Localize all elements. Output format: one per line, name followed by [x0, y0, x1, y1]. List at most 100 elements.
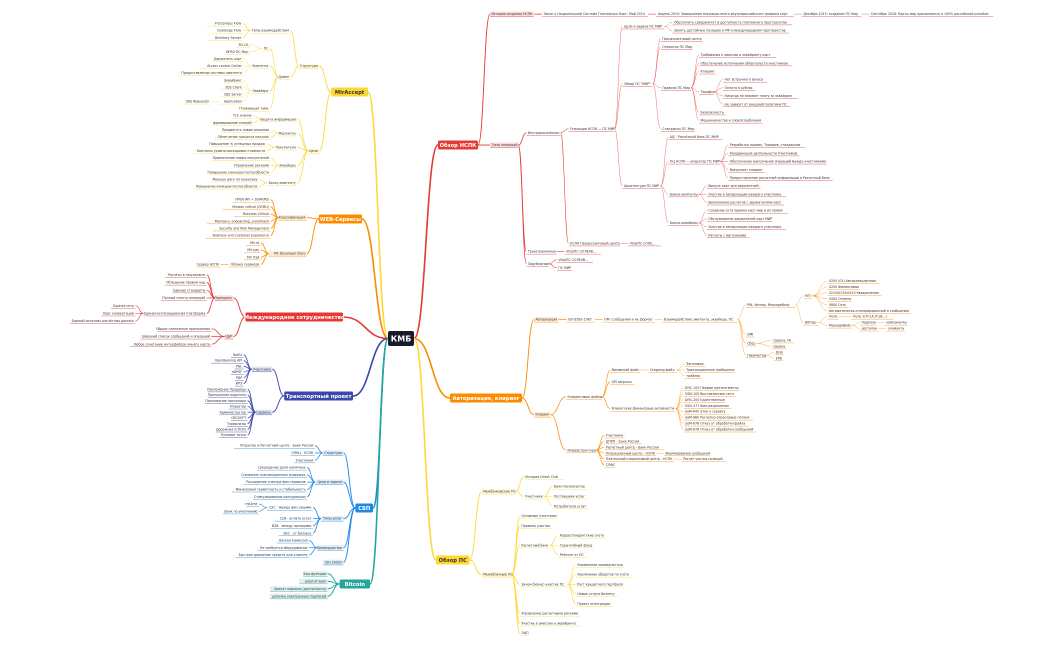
- mind-map-node[interactable]: Разработка правил, Тарифов, стандартов: [728, 142, 806, 148]
- mind-map-node[interactable]: Frictionless Flow: [206, 21, 243, 27]
- mind-map-node[interactable]: C2C - между физ.лицами: [267, 505, 313, 511]
- mind-map-node[interactable]: Цели: [308, 148, 320, 154]
- mind-map-node[interactable]: Тарифы: [699, 89, 714, 95]
- mind-map-node[interactable]: Закон о Национальной Системе Платежных К…: [541, 11, 649, 17]
- mind-map-node[interactable]: Клиринговые файлы: [566, 394, 603, 400]
- mind-map-node[interactable]: Оператор: [228, 404, 248, 410]
- mind-map-node[interactable]: Координация деятельности Участников: [728, 151, 800, 157]
- mind-map-node[interactable]: Структура: [298, 63, 320, 69]
- mind-map-node[interactable]: Привлечение новых покупателей: [211, 156, 271, 161]
- mind-map-node[interactable]: OpenBanking API: [211, 358, 244, 364]
- mind-map-node[interactable]: Клиентские финансовые активности: [610, 406, 676, 412]
- mind-map-node[interactable]: Транзакционные сообщения: [684, 367, 735, 373]
- mind-map-node[interactable]: DHC-200 Единственные: [683, 397, 726, 403]
- topic-ps[interactable]: Обзор ПС: [436, 555, 470, 565]
- mind-map-node[interactable]: 0100 (01) Авторизационные: [827, 278, 880, 284]
- mind-map-node[interactable]: Финансовая грамотность и стабильность: [231, 487, 308, 493]
- mind-map-node[interactable]: Быстрое движение средств для клиента: [235, 552, 309, 558]
- mind-map-node[interactable]: DFRD ПС Мир: [225, 49, 250, 55]
- mind-map-node[interactable]: DHC-100 Первые презентменты: [683, 385, 740, 391]
- mind-map-node[interactable]: Корреспондентские счета: [558, 533, 607, 539]
- mind-map-node[interactable]: MTI: [803, 293, 813, 299]
- mind-map-node[interactable]: Challenge Flow: [212, 28, 243, 34]
- mind-map-node[interactable]: Процессинговый центр: [660, 36, 703, 42]
- mind-map-node[interactable]: Расчеты с магазинами: [706, 233, 749, 238]
- mind-map-node[interactable]: ПС МИР: [556, 265, 572, 271]
- mind-map-node[interactable]: 3D-CA: [237, 42, 250, 48]
- mind-map-node[interactable]: Платежный клиринговый центр - НСПК: [604, 456, 674, 462]
- mind-map-node[interactable]: Управление ликвидностью: [575, 562, 624, 568]
- mind-map-node[interactable]: Выполнение расчетов с держателями карт: [706, 200, 784, 206]
- mind-map-node[interactable]: Поставщики услуг: [552, 494, 587, 500]
- mind-map-node[interactable]: Потребители услуг: [552, 504, 589, 509]
- mind-map-node[interactable]: 0400 Отмена: [827, 296, 852, 302]
- mind-map-node[interactable]: Структура: [322, 450, 344, 456]
- mind-map-node[interactable]: Повышение % успешных продаж: [209, 141, 267, 147]
- mind-map-node[interactable]: PNL: [234, 364, 244, 370]
- mind-map-node[interactable]: PDP: [234, 375, 244, 381]
- root-node[interactable]: КМБ: [388, 331, 414, 346]
- mind-map-node[interactable]: Пуховые точки: [219, 433, 248, 438]
- mind-map-node[interactable]: Mir pay: [244, 247, 261, 253]
- mind-map-node[interactable]: SoM-A78 Отказ от обработки сообщений: [683, 427, 757, 433]
- mind-map-node[interactable]: ЭЦП: [519, 631, 529, 636]
- mind-map-node[interactable]: Расчёты в нац.валюте: [164, 272, 207, 278]
- mind-map-node[interactable]: Автоматически-сгенерированный в сообщени…: [827, 308, 911, 314]
- mind-map-node[interactable]: Расчет чистых позиций: [681, 456, 726, 462]
- mind-map-node[interactable]: Directory Server: [208, 35, 243, 41]
- mind-map-node[interactable]: Эквайринг: [222, 78, 244, 84]
- mind-map-node[interactable]: Единый источник расчётных данных: [69, 318, 136, 324]
- mind-map-node[interactable]: Занять достойную позицию в РФ и междунар…: [672, 28, 789, 34]
- mind-map-node[interactable]: Стимулирование конкуренции: [253, 494, 308, 500]
- mind-map-node[interactable]: Application: [218, 99, 244, 105]
- topic-ncp[interactable]: Обзор НСПК: [438, 140, 478, 150]
- mind-map-node[interactable]: Участники: [251, 366, 273, 372]
- mind-map-node[interactable]: 3DS Client: [220, 85, 244, 91]
- mind-map-node[interactable]: Visa/ПС СОЛЕ4В...: [556, 257, 593, 263]
- topic-bitcoin[interactable]: Bitcoin: [339, 579, 370, 589]
- mind-map-node[interactable]: Формирование сообщения: [664, 451, 710, 456]
- mind-map-node[interactable]: ISO 20022: [322, 559, 344, 566]
- mind-map-node[interactable]: Управление расчетными рисками: [519, 611, 580, 617]
- mind-map-node[interactable]: 0200 Финансовые: [827, 284, 860, 290]
- mind-map-node[interactable]: VSM-100 Выставленные сети: [683, 391, 736, 397]
- mind-map-node[interactable]: История создания НСПК: [490, 11, 534, 17]
- mind-map-node[interactable]: ЕРВ: [774, 356, 784, 361]
- mind-map-node[interactable]: Операции НСПК — ПС МИР: [568, 126, 616, 132]
- mind-map-node[interactable]: Расчетный банк: [519, 543, 551, 549]
- mind-map-node[interactable]: Visa/ПС СОЛЕ4В...: [564, 249, 601, 255]
- mind-map-node[interactable]: Преимущества: [317, 545, 344, 551]
- mind-map-node[interactable]: Предоставление расчетной информации в Ра…: [728, 175, 833, 181]
- mind-map-node[interactable]: Расширение спектра фин.сервисов: [243, 480, 308, 485]
- mind-map-node[interactable]: Не зависит от внешней политики ПС: [723, 102, 791, 107]
- mind-map-node[interactable]: Сентябрь 2016: Карты мир принимаются в 1…: [869, 11, 994, 17]
- mind-map-node[interactable]: Клиринг: [534, 411, 551, 418]
- mind-map-node[interactable]: Приложение Продавцу: [207, 387, 248, 393]
- mind-map-node[interactable]: Хранят подписи (доступность): [270, 586, 328, 592]
- mind-map-node[interactable]: CBCSOFT: [230, 415, 248, 421]
- mind-map-node[interactable]: ЦПКП - Банк России: [604, 439, 643, 445]
- mind-map-node[interactable]: Декабрь 2015: создание ПС Мир: [801, 11, 862, 17]
- mind-map-node[interactable]: SoM-A40 Этап к сервису: [683, 409, 730, 415]
- mind-map-node[interactable]: Безопасность: [699, 110, 726, 116]
- mind-map-node[interactable]: Классификация: [278, 215, 307, 221]
- mind-map-node[interactable]: Выпуск карт для держателей: [706, 183, 761, 189]
- mind-map-node[interactable]: PIN, bitmap, Messageбody: [745, 302, 796, 308]
- mind-map-node[interactable]: Облегчение процесса покупок: [214, 134, 271, 140]
- mind-map-node[interactable]: ПС: [263, 46, 270, 52]
- mind-map-node[interactable]: Рост кредитного портфеля: [575, 582, 626, 588]
- mind-map-node[interactable]: Банку-эмитенту: [266, 180, 298, 186]
- mind-map-node[interactable]: Bitmap: [803, 320, 819, 326]
- mind-map-node[interactable]: Единая интеграционная платформа: [143, 311, 207, 317]
- topic-auth[interactable]: Авторизация, клиринг: [450, 393, 522, 403]
- mind-map-node[interactable]: Типы операций: [490, 142, 519, 148]
- mind-map-node[interactable]: DMI: [745, 332, 755, 338]
- mind-map-node[interactable]: Единые стандарты: [172, 288, 207, 294]
- mind-map-node[interactable]: Заголовок: [684, 361, 706, 367]
- mind-map-node[interactable]: proof of work: [299, 578, 328, 585]
- mind-map-node[interactable]: OPEN API + SOAP/RD: [232, 197, 271, 203]
- mind-map-node[interactable]: NeiEx: [230, 352, 244, 358]
- mind-map-node[interactable]: Продвигать новые решения: [220, 127, 271, 133]
- mind-map-node[interactable]: Цели и задачи ПС МИР: [622, 24, 665, 30]
- mind-map-node[interactable]: Business Critical: [234, 211, 271, 217]
